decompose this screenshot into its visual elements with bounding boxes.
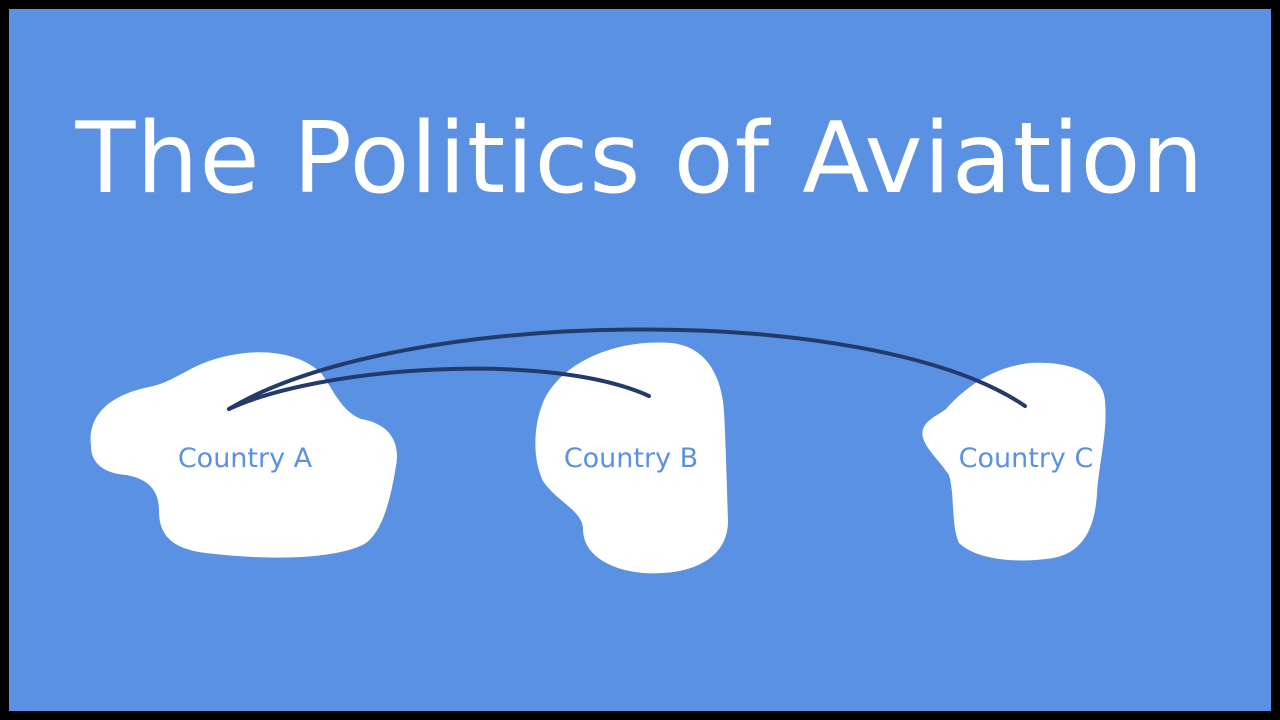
route-a-to-c <box>227 327 1027 411</box>
country-a-shape <box>90 352 397 558</box>
country-b-label: Country B <box>564 443 698 474</box>
page-title: The Politics of Aviation <box>75 102 1205 216</box>
country-b-shape <box>535 342 728 574</box>
country-a-label: Country A <box>178 443 313 474</box>
country-c-shape <box>922 362 1106 561</box>
route-a-to-b <box>227 366 651 411</box>
country-c-label: Country C <box>959 443 1094 474</box>
